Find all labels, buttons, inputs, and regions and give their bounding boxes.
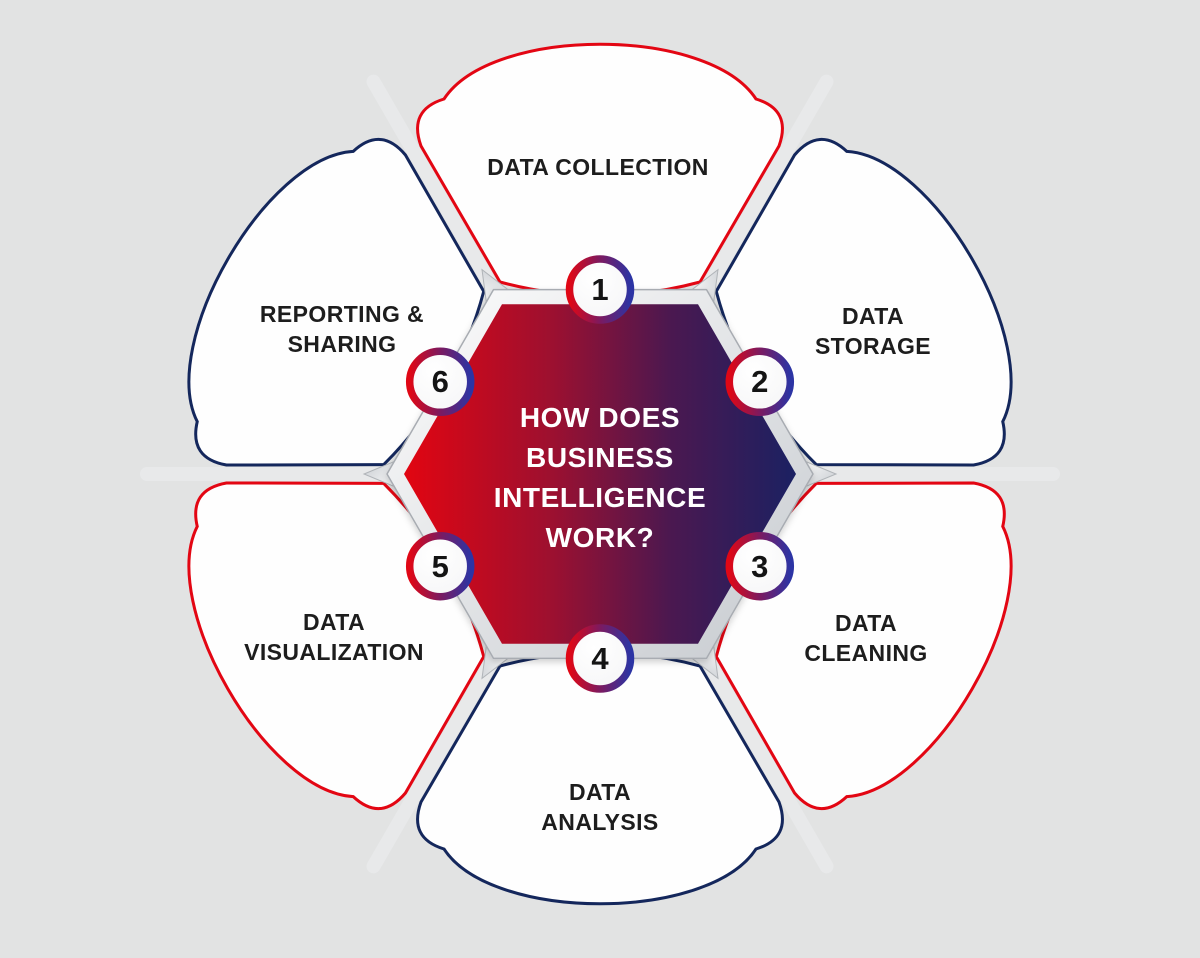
divider-spoke [366,74,504,302]
step-circle-6 [405,347,475,417]
divider-spoke [800,467,1060,481]
step-number-4: 4 [591,641,609,676]
step-circle-4 [565,624,635,693]
petal-label-data-cleaning: DATA CLEANING [804,610,928,666]
divider-spoke [696,74,834,302]
step-number-3: 3 [751,549,768,584]
petal-label-data-collection: DATA COLLECTION [487,154,709,180]
step-circle-2 [725,347,795,417]
hexagon-center [404,304,796,644]
step-circle-1 [565,255,635,324]
divider-spoke [140,467,400,481]
petal-label-data-storage: DATA STORAGE [814,303,932,359]
petal-label-data-analysis: DATA ANALYSIS [541,779,659,835]
divider-spokes [140,74,1060,874]
center-title: HOW DOES BUSINESS INTELLIGENCE WORK? [493,402,707,553]
petal-label-data-visualization: DATA VISUALIZATION [244,609,424,665]
step-circle-3 [725,531,795,601]
step-number-5: 5 [432,549,449,584]
step-badges: 1 2 3 4 5 6 [405,255,795,693]
step-number-1: 1 [591,272,608,307]
divider-spoke [696,646,834,874]
divider-spoke [366,646,504,874]
step-number-6: 6 [432,364,449,399]
petal-label-reporting-sharing: REPORTING & SHARING [259,301,425,357]
step-circle-5 [405,531,475,601]
step-number-2: 2 [751,364,768,399]
